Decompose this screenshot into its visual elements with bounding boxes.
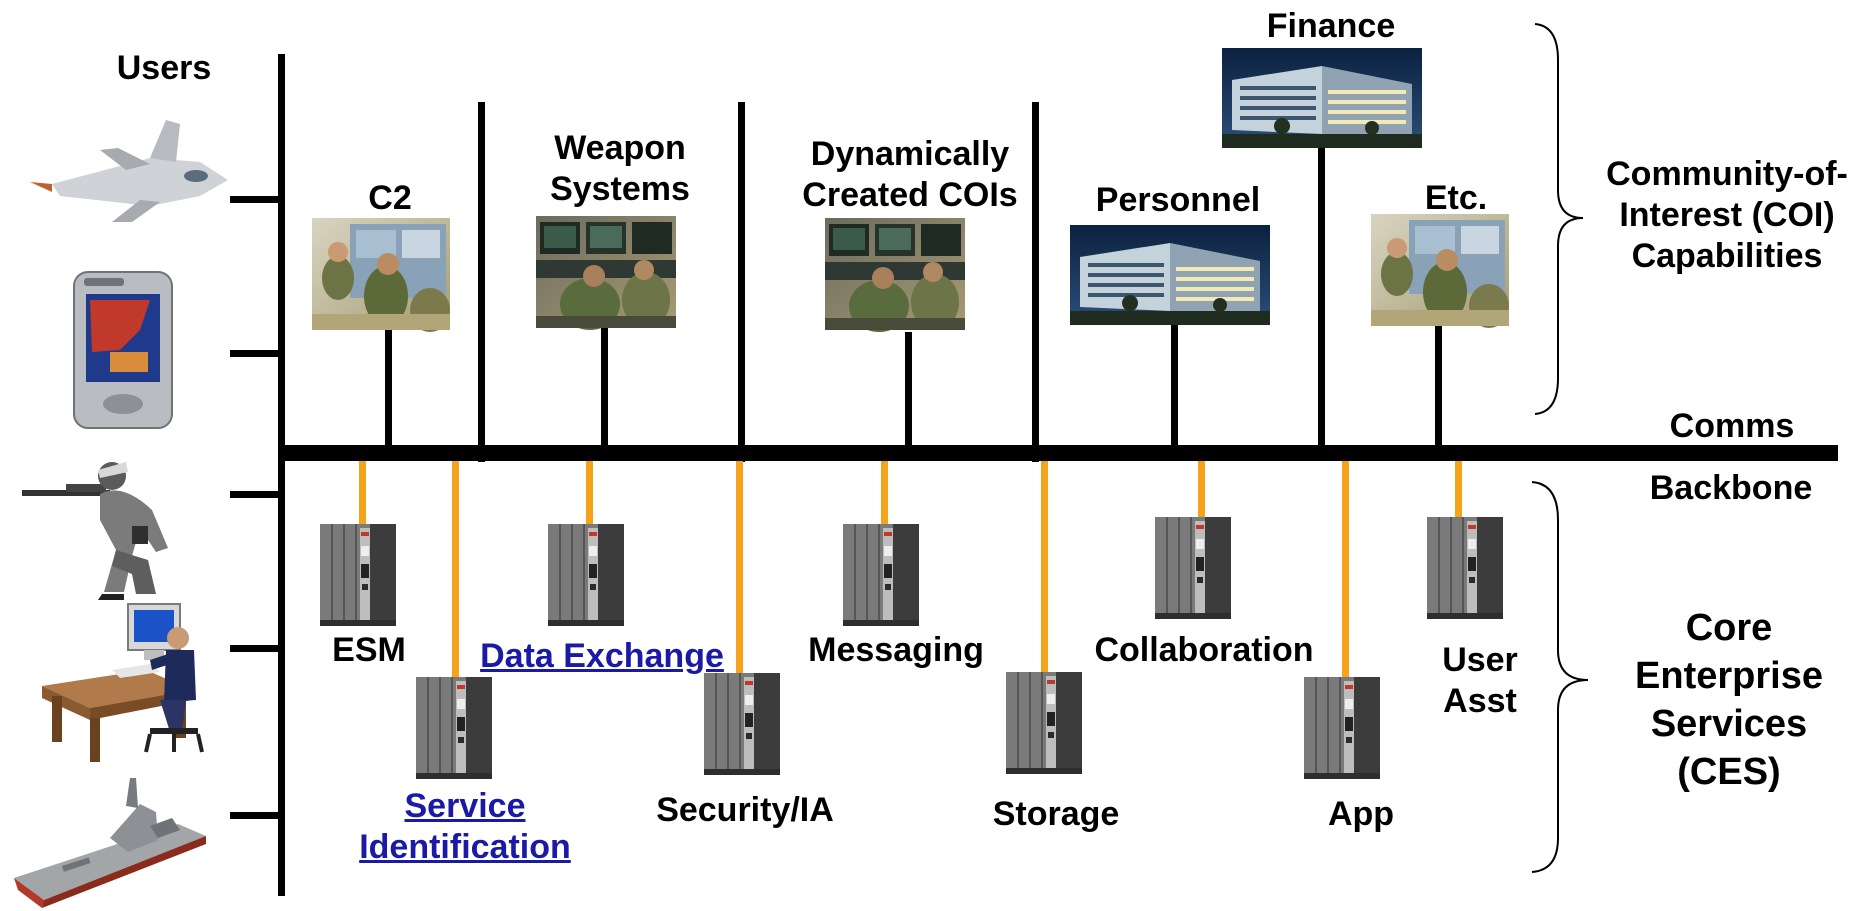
operators-photo-icon	[312, 218, 450, 332]
control-room-photo-icon	[536, 216, 676, 330]
coi-stems	[385, 145, 1442, 452]
service-label-esm: ESM	[332, 631, 406, 669]
service-link-data-exchange[interactable]: Data Exchange	[480, 637, 724, 675]
service-label-user-asst: User Asst	[1442, 641, 1518, 720]
server-rack-icon	[1005, 671, 1083, 775]
operators-photo-icon	[1371, 214, 1509, 328]
service-label-collaboration: Collaboration	[1094, 631, 1314, 669]
core-enterprise-services-label: Core Enterprise Services (CES)	[1635, 607, 1823, 793]
office-building-photo-icon	[1222, 48, 1422, 148]
server-rack-icon	[547, 523, 625, 627]
pda-icon	[73, 271, 173, 429]
server-rack-icon	[1303, 676, 1381, 780]
service-label-app: App	[1327, 795, 1395, 833]
coi-dividers	[478, 102, 1039, 462]
server-rack-icon	[319, 523, 397, 627]
service-label-messaging: Messaging	[808, 631, 984, 669]
coi-label-weapon-systems: Weapon Systems	[550, 129, 690, 208]
backbone-label: Backbone	[1649, 469, 1813, 507]
soldier-icon	[22, 462, 168, 600]
control-room-photo-icon	[825, 218, 965, 332]
service-links	[359, 461, 1462, 679]
coi-label-c2: C2	[368, 179, 412, 217]
server-rack-icon	[1154, 516, 1232, 620]
service-label-storage: Storage	[992, 795, 1120, 833]
warship-icon	[14, 778, 206, 908]
coi-brace	[1534, 23, 1584, 415]
users-label: Users	[116, 49, 212, 87]
service-label-security-ia: Security/IA	[656, 791, 834, 829]
coi-label-dynamic-cois: Dynamically Created COIs	[802, 135, 1018, 214]
comms-label: Comms	[1669, 407, 1795, 445]
coi-label-finance: Finance	[1266, 7, 1396, 45]
comms-backbone-line	[280, 445, 1838, 461]
server-rack-icon	[703, 672, 781, 776]
coi-capabilities-label: Community-of- Interest (COI) Capabilitie…	[1606, 155, 1848, 275]
coi-label-etc: Etc.	[1424, 179, 1488, 217]
server-rack-icon	[415, 676, 493, 780]
office-building-photo-icon	[1070, 225, 1270, 325]
desktop-user-icon	[42, 603, 204, 762]
server-rack-icon	[842, 523, 920, 627]
coi-label-personnel: Personnel	[1095, 181, 1261, 219]
fighter-jet-icon	[30, 120, 228, 222]
server-rack-icon	[1426, 516, 1504, 620]
users-bus	[230, 54, 285, 896]
ces-brace	[1531, 481, 1589, 873]
service-link-identification[interactable]: Service Identification	[359, 787, 571, 866]
